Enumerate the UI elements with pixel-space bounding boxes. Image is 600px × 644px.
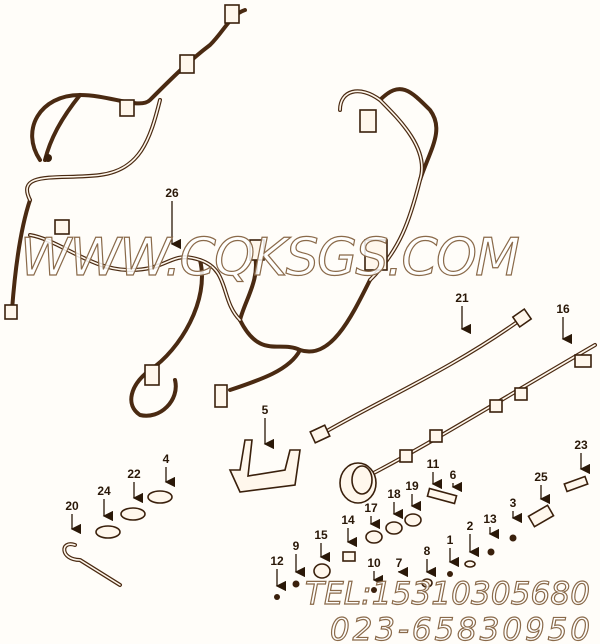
callout-label: 13 bbox=[483, 512, 497, 526]
callout-label: 7 bbox=[396, 556, 403, 570]
callout-label: 19 bbox=[405, 479, 419, 493]
watermark: WWW.CQKSGS.COM TEL:15310305680 023-65830… bbox=[19, 227, 590, 644]
wiring-harness-21 bbox=[309, 307, 533, 444]
callout-label: 22 bbox=[127, 467, 141, 481]
callout-label: 24 bbox=[97, 484, 111, 498]
callout-14: 14 bbox=[341, 513, 358, 548]
callout-label: 15 bbox=[314, 528, 328, 542]
callout-3: 3 bbox=[510, 496, 523, 524]
callout-13: 13 bbox=[483, 512, 500, 540]
callout-23: 23 bbox=[574, 438, 591, 475]
callout-1: 1 bbox=[447, 533, 460, 568]
callout-8: 8 bbox=[424, 544, 437, 578]
callout-16: 16 bbox=[556, 302, 573, 345]
watermark-phone: 023-65830950 bbox=[330, 612, 590, 644]
callout-label: 17 bbox=[364, 501, 378, 515]
callout-label: 6 bbox=[450, 468, 457, 482]
bracket-5 bbox=[228, 439, 301, 493]
callout-label: 5 bbox=[262, 403, 269, 417]
callout-6: 6 bbox=[450, 468, 463, 493]
callout-label: 12 bbox=[270, 554, 284, 568]
callout-20: 20 bbox=[65, 499, 82, 535]
callout-label: 14 bbox=[341, 513, 355, 527]
callout-label: 16 bbox=[556, 302, 570, 316]
callout-9: 9 bbox=[293, 539, 306, 578]
callout-label: 2 bbox=[467, 519, 474, 533]
callout-label: 4 bbox=[163, 452, 170, 466]
callout-label: 1 bbox=[447, 533, 454, 547]
callout-label: 26 bbox=[165, 186, 179, 200]
callout-label: 3 bbox=[510, 496, 517, 510]
callout-label: 10 bbox=[367, 556, 381, 570]
callout-10: 10 bbox=[367, 556, 384, 586]
watermark-website: WWW.CQKSGS.COM bbox=[20, 228, 520, 288]
clips bbox=[62, 490, 173, 587]
connector-icon bbox=[224, 4, 240, 24]
callout-25: 25 bbox=[534, 470, 551, 505]
callout-label: 25 bbox=[534, 470, 548, 484]
callout-label: 11 bbox=[427, 457, 440, 471]
callout-24: 24 bbox=[97, 484, 114, 522]
callout-label: 20 bbox=[65, 499, 79, 513]
callout-26: 26 bbox=[165, 186, 182, 250]
callout-19: 19 bbox=[405, 479, 422, 512]
callout-18: 18 bbox=[387, 487, 404, 520]
wiring-harness-main bbox=[4, 4, 439, 418]
callout-5: 5 bbox=[262, 403, 275, 450]
callout-label: 18 bbox=[387, 487, 401, 501]
callout-label: 9 bbox=[293, 539, 300, 553]
callout-21: 21 bbox=[455, 291, 472, 335]
sensor-harness-16 bbox=[339, 343, 597, 504]
callout-12: 12 bbox=[270, 554, 287, 592]
callout-11: 11 bbox=[427, 457, 443, 490]
callout-label: 21 bbox=[455, 291, 469, 305]
callout-4: 4 bbox=[163, 452, 176, 488]
callout-label: 8 bbox=[424, 544, 431, 558]
callout-15: 15 bbox=[314, 528, 331, 563]
callout-label: 23 bbox=[574, 438, 588, 452]
small-hardware bbox=[274, 475, 589, 600]
callout-2: 2 bbox=[467, 519, 480, 558]
callout-17: 17 bbox=[364, 501, 381, 530]
watermark-tel: TEL:15310305680 bbox=[305, 576, 590, 612]
callout-22: 22 bbox=[127, 467, 144, 504]
callout-7: 7 bbox=[396, 556, 409, 578]
